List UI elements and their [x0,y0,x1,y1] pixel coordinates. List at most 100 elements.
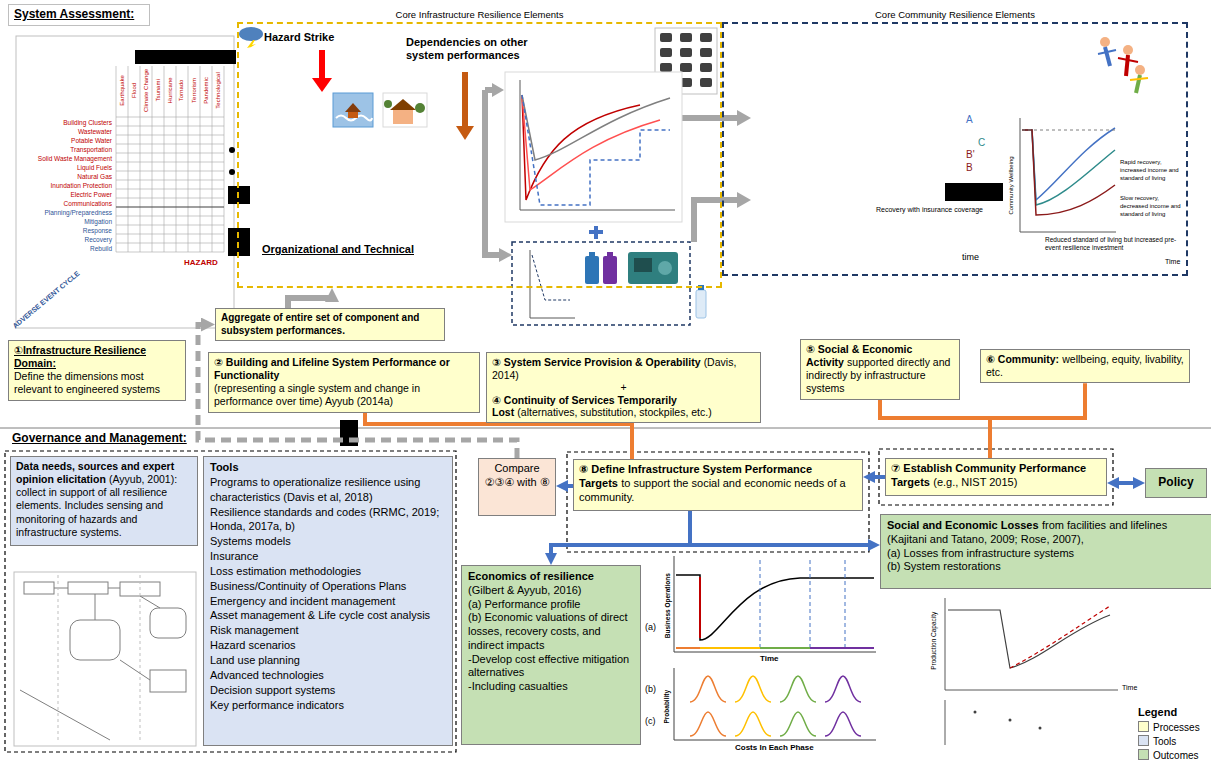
axis-title: Production Capacity [930,611,937,669]
process-box: ⑥ Community:wellbeing, equity, livabilit… [980,349,1190,383]
process-box: ⑤ Social & Economic Activitysupported di… [800,339,960,400]
line-shape [676,647,700,649]
path-shape [522,95,640,200]
line-shape [176,66,177,252]
governance-outlines [5,449,1113,752]
tool-list-box: ToolsPrograms to operationalize resilien… [203,456,453,746]
rect-shape [634,258,652,272]
axis-title: Costs In Each Phase [735,743,814,752]
connector [198,325,517,459]
rect-shape [150,670,186,692]
line-shape [140,66,141,252]
legend-row: Processes [1138,721,1200,734]
line-shape [116,135,224,136]
line-shape [120,660,150,680]
axis-heading: Pandemic [202,77,209,104]
row-label: Electric Power [30,190,112,199]
line-shape [54,588,68,589]
rect-shape [333,93,373,127]
rect-shape [603,256,617,284]
line-shape [760,560,761,650]
box-text: Emergency and incident management [210,594,446,609]
axis-heading: Tsunami [155,79,162,101]
line-shape [200,66,201,252]
rect-shape [24,582,54,594]
line-shape [212,66,213,252]
text-label: Hazard Strike [264,31,334,44]
path-shape [522,95,670,205]
box-text: ③ System Service Provision & Operability [492,356,700,368]
line-shape [462,72,468,126]
box-text: Decision support systems [210,683,446,698]
box-text: ①Infrastructure Resilience Domain: [14,344,180,370]
legend-text: Tools [1153,736,1176,747]
line-shape [116,153,224,154]
line-shape [674,740,876,741]
rect-shape [700,63,712,72]
line-shape [1105,47,1110,66]
line-shape [810,560,811,650]
curve-label: B' [966,149,975,161]
circle-shape [658,261,672,275]
line-shape [589,230,603,234]
row-label: Liquid Fuels [30,163,112,172]
rect-shape [660,33,672,42]
text-label: Dependencies on other system performance… [406,36,556,61]
axis-title: ADVERSE EVENT CYCLE [11,270,81,331]
axis-title: Time [1165,258,1180,266]
box-text: (a) Performance profile [468,598,634,612]
process-box: ③ System Service Provision & Operability… [486,352,761,423]
box-text: -Including casualties [468,680,634,694]
box-text: Asset management & Life cycle cost analy… [210,608,446,623]
curve-label: B [966,162,973,174]
path-shape [676,575,874,640]
connector [565,484,573,488]
section-divider [0,428,1211,429]
axis-heading: Climate Change [143,68,150,111]
line-shape [520,80,521,210]
legend-text: Outcomes [1153,750,1199,761]
line-shape [945,598,946,690]
connector [551,511,690,556]
box-text: ② Building and Lifeline System Performan… [214,356,474,382]
box-text: Social and Economic Losses [887,519,1039,531]
axis-title: HAZARD [184,258,218,267]
performance-chart [505,72,682,222]
polygon-shape [737,192,751,208]
backup-supply-panel [512,242,706,325]
row-label: Communications [30,199,112,208]
line-shape [116,171,224,172]
polygon-shape [312,78,332,92]
line-shape [164,66,165,252]
polygon-shape [345,103,361,112]
box-text: System Assessment: [14,7,144,22]
line-shape [116,189,224,190]
line-shape [1130,78,1148,80]
path-shape [532,255,570,300]
line-shape [1020,232,1116,233]
rect-shape [680,48,692,57]
circle-shape [384,100,392,108]
legend-row: Outcomes [1138,749,1199,762]
line-shape [116,225,224,226]
line-shape [116,180,224,181]
circle-shape [229,169,235,175]
legend-row: Tools [1138,735,1176,748]
line-shape [945,700,946,745]
outcome-box: Economics of resilience(Gilbert & Ayyub,… [461,565,641,745]
line-shape [116,117,224,118]
path-shape [1022,128,1115,200]
g-shape [116,66,224,252]
box-text: Advanced technologies [210,668,446,683]
chart-note: Rapid recovery, increased income and sta… [1120,158,1182,182]
curve-label: A [966,114,973,126]
polygon-shape [247,40,256,49]
production-capacity-chart [945,598,1118,745]
box-text: Define the dimensions most relevant to e… [14,370,180,396]
line-shape [845,560,846,650]
rect-shape [228,228,250,256]
line-shape [1020,118,1021,232]
polygon-shape [456,126,474,140]
box-text: (e.g., NIST 2015) [933,476,1017,488]
